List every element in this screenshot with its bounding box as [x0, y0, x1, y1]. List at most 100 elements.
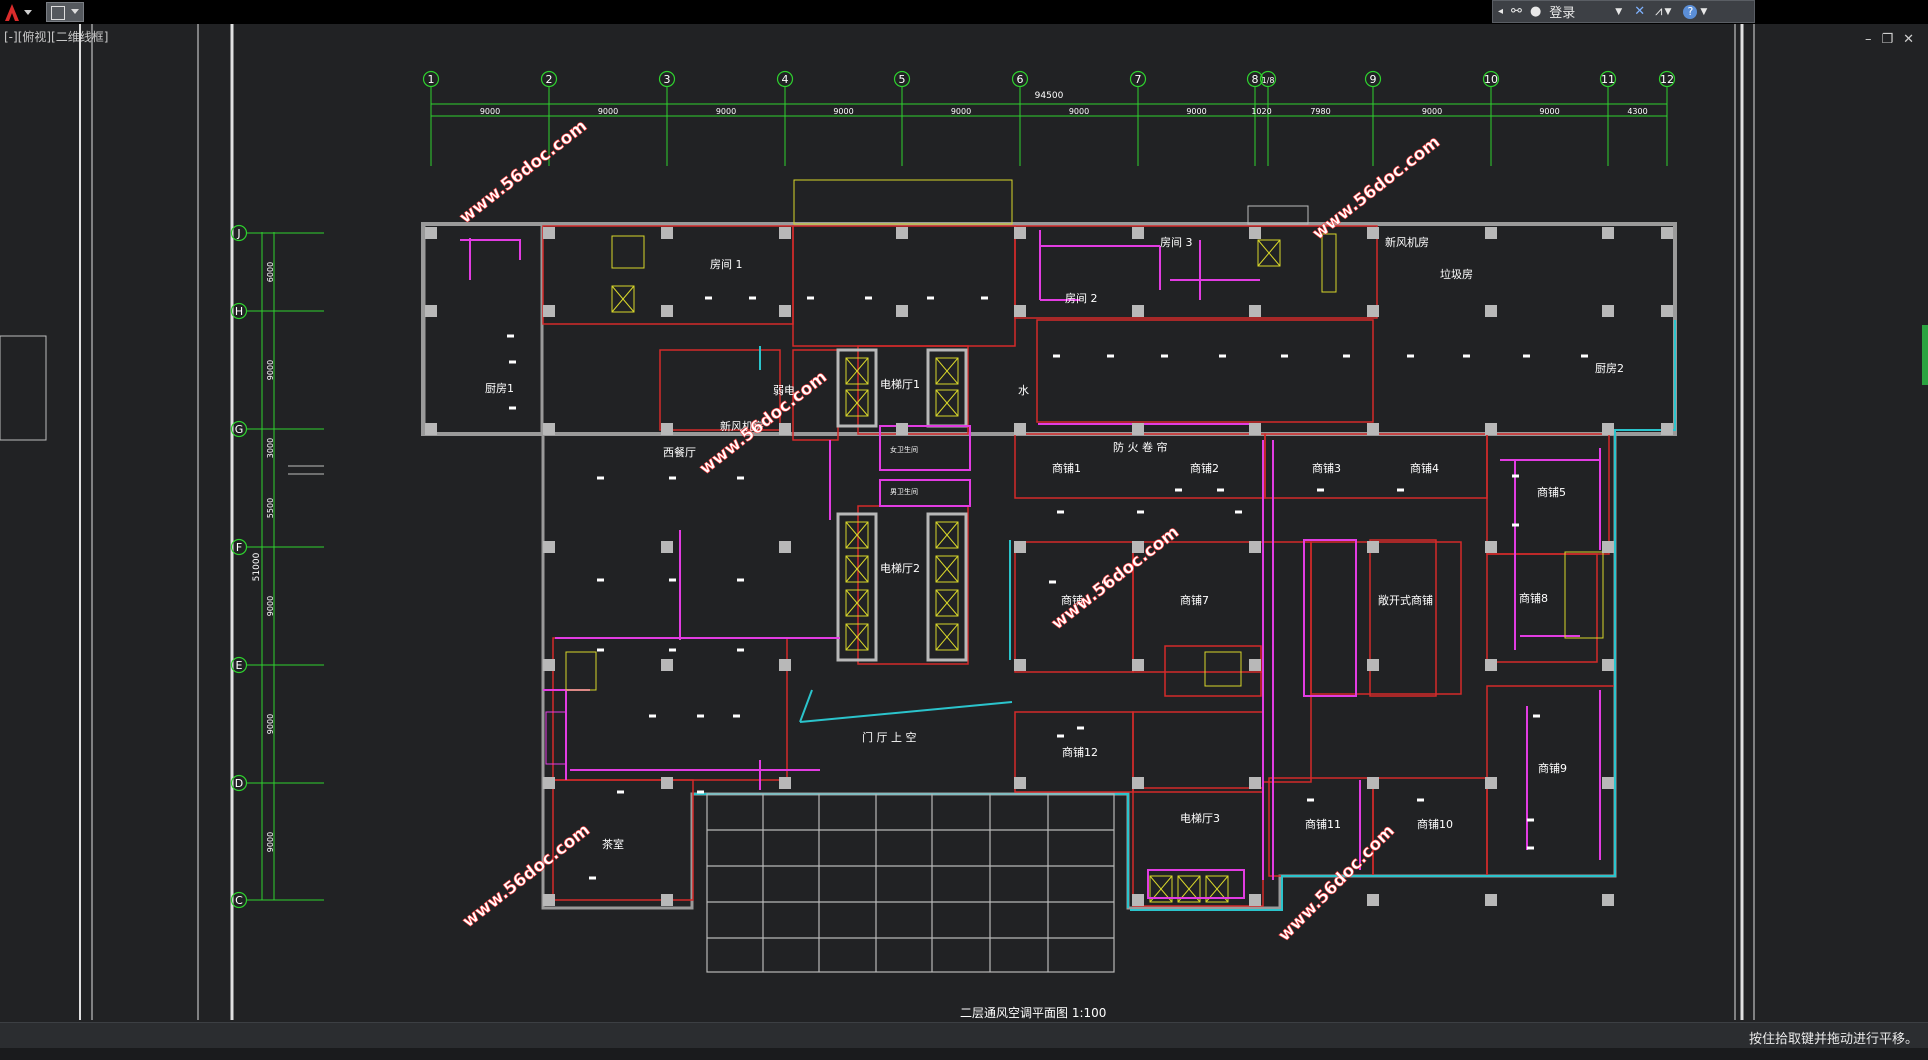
chevron-down-icon[interactable]: ▼ — [1664, 6, 1672, 17]
grid-col-label: 10 — [1484, 73, 1498, 86]
room-label-female-wc: 女卫生间 — [890, 445, 918, 454]
room-label-shop12: 商铺12 — [1062, 745, 1098, 759]
grid-row-label: H — [235, 305, 243, 318]
room-label-water: 水 — [1018, 384, 1029, 397]
room-labels: 厨房1 厨房2 房间 1 房间 2 房间 3 新风机房 新风机房 垃圾房 弱电 … — [485, 235, 1624, 851]
grid-bubble — [1364, 70, 1382, 88]
binoculars-icon[interactable]: ⚯ — [1511, 4, 1522, 19]
row-dimension: 9000 — [266, 360, 275, 380]
close-icon[interactable]: ✕ — [1903, 32, 1914, 47]
watermark: www.56doc.com — [1274, 821, 1398, 945]
grid-bubble — [1599, 70, 1617, 88]
quick-access-button[interactable] — [46, 2, 84, 22]
grid-bubble — [1129, 70, 1147, 88]
user-icon[interactable]: ● — [1529, 4, 1542, 19]
elevator-shafts — [611, 239, 1281, 903]
left-side-linework — [0, 24, 1755, 1020]
grid-bubble — [230, 891, 248, 909]
room-label-elevator-hall3: 电梯厅3 — [1180, 812, 1220, 825]
grid-bubble — [422, 70, 440, 88]
grid-col-label: 3 — [664, 73, 671, 86]
grid-col-label: 6 — [1017, 73, 1024, 86]
hvac-ducts — [460, 230, 1601, 899]
row-dimension: 9000 — [266, 596, 275, 616]
autocad-logo-icon — [5, 4, 32, 21]
info-center: ◂ ⚯ ● 登录 ▼ ✕ ⩘ ▼ ? ▼ — [1492, 0, 1755, 23]
grid-col-label: 1/8 — [1262, 76, 1275, 85]
grid-col-label: 12 — [1660, 73, 1674, 86]
room-label-shop11: 商铺11 — [1305, 817, 1341, 831]
watermark: www.56doc.com — [456, 116, 591, 228]
grid-col-label: 4 — [782, 73, 789, 86]
col-dimension: 9000 — [716, 107, 736, 116]
col-dimension: 9000 — [1539, 107, 1559, 116]
chevron-down-icon[interactable]: ▼ — [1700, 6, 1708, 17]
col-dimension: 9000 — [598, 107, 618, 116]
status-message: 按住拾取键并拖动进行平移。 — [1748, 1032, 1918, 1047]
room-label-fresh-air1: 新风机房 — [720, 419, 764, 433]
a360-icon[interactable]: ⩘ — [1655, 4, 1663, 19]
col-dimension: 9000 — [1069, 107, 1089, 116]
grid-bubble — [230, 224, 248, 242]
top-dimension-line — [431, 103, 1667, 117]
chevron-down-icon[interactable]: ▼ — [1615, 6, 1623, 17]
bottom-strip — [0, 1048, 1928, 1060]
minimize-icon[interactable]: – — [1864, 32, 1872, 47]
grid-col-label: 11 — [1601, 73, 1615, 86]
room-label-open-shop: 敞开式商铺 — [1378, 593, 1433, 607]
grid-bubble — [658, 70, 676, 88]
room-label-shop6: 商铺 — [1061, 593, 1083, 607]
grid-row-label: E — [236, 659, 243, 672]
room-label-shop8: 商铺8 — [1519, 591, 1548, 605]
grid-col-label: 2 — [546, 73, 553, 86]
room-label-shop2: 商铺2 — [1190, 461, 1219, 475]
room-label-kitchen2: 厨房2 — [1595, 362, 1624, 375]
drawing-window-controls: – ❐ ✕ — [1865, 32, 1914, 47]
col-dimension: 9000 — [480, 107, 500, 116]
grid-bubble — [1658, 70, 1676, 88]
help-icon[interactable]: ? — [1683, 4, 1698, 19]
grid-col-label: 9 — [1370, 73, 1377, 86]
col-dimension: 9000 — [1422, 107, 1442, 116]
grid-bubble — [1259, 70, 1277, 88]
room-label-room3: 房间 3 — [1160, 236, 1193, 249]
stairs — [545, 233, 1604, 765]
row-dimension: 9000 — [266, 832, 275, 852]
grid-bubble — [230, 302, 248, 320]
room-label-elevator-hall1: 电梯厅1 — [880, 378, 920, 391]
exchange-icon[interactable]: ✕ — [1634, 4, 1646, 19]
grid-bubble — [1011, 70, 1029, 88]
grid-bubble — [1482, 70, 1500, 88]
watermark: www.56doc.com — [1048, 522, 1183, 634]
room-label-elec: 弱电 — [773, 384, 795, 397]
arrow-left-icon[interactable]: ◂ — [1498, 6, 1504, 17]
row-dimension: 5500 — [266, 498, 275, 518]
col-dimension: 9000 — [951, 107, 971, 116]
grid-row-label: J — [236, 227, 240, 240]
room-walls — [542, 225, 1616, 907]
grid-row-label: D — [235, 777, 243, 790]
app-menu-button[interactable] — [0, 0, 38, 24]
signin-button[interactable]: 登录 — [1549, 6, 1576, 21]
viewport-controls-label[interactable]: [-][俯视][二维线框] — [4, 30, 109, 44]
restore-icon[interactable]: ❐ — [1881, 32, 1894, 47]
row-dimension: 3000 — [266, 438, 275, 458]
room-label-male-wc: 男卫生间 — [890, 487, 918, 496]
grid-bubble — [540, 70, 558, 88]
entrance-canopy-grid — [706, 793, 1115, 973]
room-label-shop5: 商铺5 — [1537, 485, 1566, 499]
grid-col-label: 1 — [428, 73, 435, 86]
grid-col-label: 5 — [899, 73, 906, 86]
grid-bubble — [230, 420, 248, 438]
watermark: www.56doc.com — [696, 367, 831, 479]
panel-resize-handle[interactable] — [1922, 325, 1928, 385]
col-dimension: 9000 — [1186, 107, 1206, 116]
col-dimension: 9000 — [833, 107, 853, 116]
room-label-garbage: 垃圾房 — [1440, 267, 1473, 281]
room-label-shop9: 商铺9 — [1538, 761, 1567, 775]
